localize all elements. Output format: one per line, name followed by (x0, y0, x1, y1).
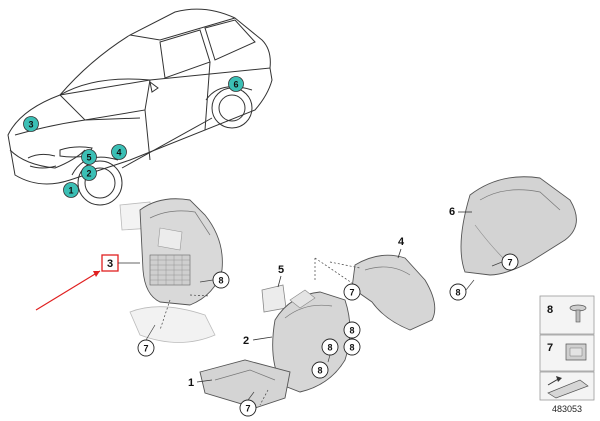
callout-7-d-label: 7 (507, 258, 512, 268)
legend-item-7[interactable]: 7 (539, 334, 595, 372)
part-5-label: 5 (278, 264, 284, 276)
callout-8-c-label: 8 (349, 343, 354, 353)
callout-7-a-label: 7 (143, 344, 148, 354)
callout-8-b-label: 8 (327, 343, 332, 353)
part-4-label: 4 (398, 236, 405, 248)
part-2-label: 2 (243, 335, 249, 347)
car-marker-3[interactable]: 3 (23, 116, 39, 132)
part-3-label: 3 (107, 258, 113, 270)
callout-8-e[interactable]: 8 (449, 283, 467, 301)
callout-7-b-label: 7 (349, 288, 354, 298)
callout-8-c[interactable]: 8 (343, 338, 361, 356)
car-marker-2[interactable]: 2 (81, 165, 97, 181)
legend-item-8[interactable]: 8 (539, 295, 595, 335)
car-marker-4[interactable]: 4 (111, 144, 127, 160)
callout-8-f-label: 8 (349, 326, 354, 336)
legend-item-7-label: 7 (547, 342, 553, 354)
car-marker-1-label: 1 (68, 186, 73, 196)
callout-8-b[interactable]: 8 (321, 338, 339, 356)
leader-lines (159, 257, 361, 406)
sealing-strip-icon (547, 379, 589, 399)
car-markers: 1 2 3 4 5 6 (23, 76, 244, 198)
part-1-panel[interactable]: 1 (188, 359, 291, 409)
callout-7-c[interactable]: 7 (239, 399, 257, 417)
car-marker-3-label: 3 (28, 120, 33, 130)
callout-leaders (145, 261, 503, 401)
callout-8-d[interactable]: 8 (311, 361, 329, 379)
car-marker-5-label: 5 (86, 153, 91, 163)
part-6-liner[interactable]: 6 (449, 176, 577, 276)
car-marker-6[interactable]: 6 (228, 76, 244, 92)
part-3-liner[interactable] (119, 198, 223, 343)
callout-8-f[interactable]: 8 (343, 321, 361, 339)
fastener-legend: 8 7 483053 (539, 295, 595, 414)
reference-number: 483053 (552, 404, 582, 414)
callout-8-a-label: 8 (218, 276, 223, 286)
car-marker-2-label: 2 (86, 169, 91, 179)
car-marker-6-label: 6 (233, 80, 238, 90)
callout-7-a[interactable]: 7 (137, 339, 155, 357)
car-illustration (7, 8, 273, 206)
car-marker-1[interactable]: 1 (63, 182, 79, 198)
callout-7-b[interactable]: 7 (343, 283, 361, 301)
part-6-label: 6 (449, 206, 455, 218)
car-marker-4-label: 4 (116, 148, 121, 158)
callout-8-e-label: 8 (455, 288, 460, 298)
legend-item-8-label: 8 (547, 304, 553, 316)
legend-item-shim[interactable] (539, 371, 595, 401)
part-1-label: 1 (188, 377, 194, 389)
highlight-arrow (35, 270, 101, 311)
part-4-liner[interactable]: 4 (351, 236, 436, 331)
callouts: 8 7 7 8 8 8 7 7 (137, 253, 519, 417)
part-3-callout[interactable]: 3 (35, 254, 140, 311)
callout-8-a[interactable]: 8 (212, 271, 230, 289)
car-marker-5[interactable]: 5 (81, 149, 97, 165)
part-5-panel[interactable]: 5 (261, 264, 287, 313)
callout-8-d-label: 8 (317, 366, 322, 376)
callout-7-c-label: 7 (245, 404, 250, 414)
arrow-head-icon (93, 271, 100, 277)
callout-7-d[interactable]: 7 (501, 253, 519, 271)
part-2-liner[interactable]: 2 (243, 289, 351, 393)
